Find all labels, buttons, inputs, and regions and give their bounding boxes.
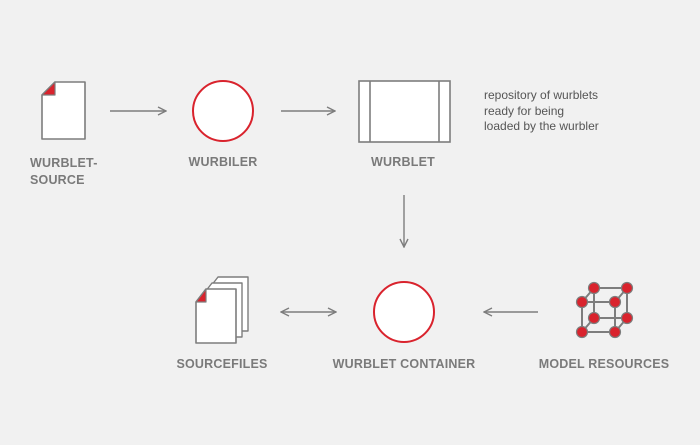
wurblet-source-document-icon — [41, 81, 86, 140]
model-resources-cube-icon — [581, 287, 628, 333]
wurblet-source-label: WURBLET- SOURCE — [30, 155, 98, 189]
note-line-1: repository of wurblets — [484, 88, 599, 102]
wurblet-source-label-line1: WURBLET- — [30, 156, 98, 170]
model-resources-label: MODEL RESOURCES — [538, 357, 670, 371]
wurbiler-label: WURBILER — [188, 155, 258, 169]
model-resources-nodes — [575, 281, 634, 339]
wurblet-repository-note: repository of wurblets ready for being l… — [484, 88, 599, 135]
wurblet-label: WURBLET — [371, 155, 435, 169]
wurblet-source-label-line2: SOURCE — [30, 173, 85, 187]
note-line-3: loaded by the wurbler — [484, 119, 599, 133]
sourcefiles-label: SOURCEFILES — [176, 357, 268, 371]
wurblet-container-label: WURBLET CONTAINER — [332, 357, 476, 371]
sourcefiles-documents-icon — [195, 276, 249, 344]
wurblet-container-circle-icon — [373, 281, 435, 343]
wurbiler-circle-icon — [192, 80, 254, 142]
note-line-2: ready for being — [484, 103, 565, 118]
wurblet-repository-icon — [358, 80, 451, 143]
